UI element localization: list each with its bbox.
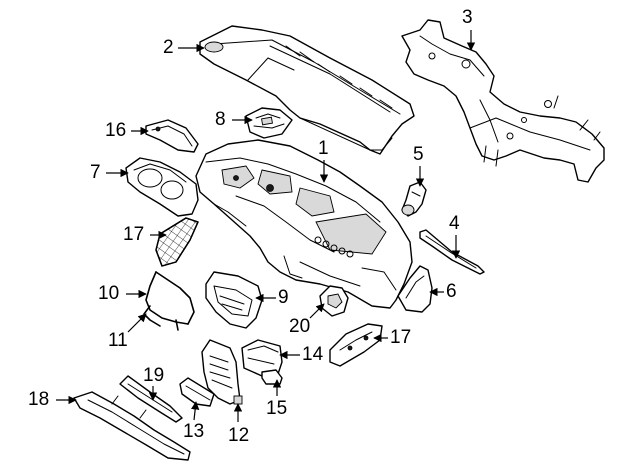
callout-18: 18 [28, 389, 49, 410]
part-cluster-bezel [125, 157, 199, 217]
callout-10: 10 [98, 283, 119, 304]
callout-19: 19 [143, 365, 164, 386]
part-vent-duct [205, 271, 263, 329]
callout-4: 4 [449, 213, 460, 234]
part-trim-strip [419, 229, 485, 275]
part-instrument-panel [195, 139, 413, 309]
part-small-cover [245, 107, 293, 139]
callout-2: 2 [163, 37, 174, 58]
part-trim-panel-right [329, 323, 383, 367]
callout-3: 3 [462, 7, 473, 28]
part-wire-frame [143, 271, 195, 331]
callout-5: 5 [413, 144, 424, 165]
callout-9: 9 [278, 287, 289, 308]
callout-8: 8 [215, 109, 226, 130]
callout-13: 13 [183, 421, 204, 442]
callout-11: 11 [108, 330, 128, 351]
leader-20 [309, 303, 325, 319]
callout-20: 20 [289, 316, 310, 337]
callout-15: 15 [266, 398, 287, 419]
callout-7: 7 [90, 162, 101, 183]
callout-12: 12 [228, 425, 249, 446]
callout-labels: 2 3 1 5 4 6 8 16 7 17 10 11 9 20 17 14 1… [28, 7, 473, 446]
part-upper-dash-cover [199, 25, 415, 155]
leader-11 [127, 313, 147, 333]
part-trim-bar [179, 377, 215, 407]
part-speaker-cover [145, 119, 199, 153]
part-lower-reinforcement [73, 391, 191, 461]
leader-lines [56, 30, 476, 422]
callout-17-left: 17 [123, 224, 144, 245]
part-bracket-box [241, 339, 283, 377]
callout-16: 16 [105, 120, 126, 141]
part-mesh-panel [155, 217, 199, 267]
part-crosscar-beam [401, 19, 605, 183]
callout-1: 1 [318, 138, 329, 159]
part-duct-hose [401, 181, 427, 217]
callout-6: 6 [446, 281, 457, 302]
leader-13 [190, 401, 200, 421]
callout-17-right: 17 [390, 327, 411, 348]
part-lower-duct [201, 339, 243, 405]
part-small-vent [319, 285, 349, 317]
callout-14: 14 [302, 344, 324, 365]
